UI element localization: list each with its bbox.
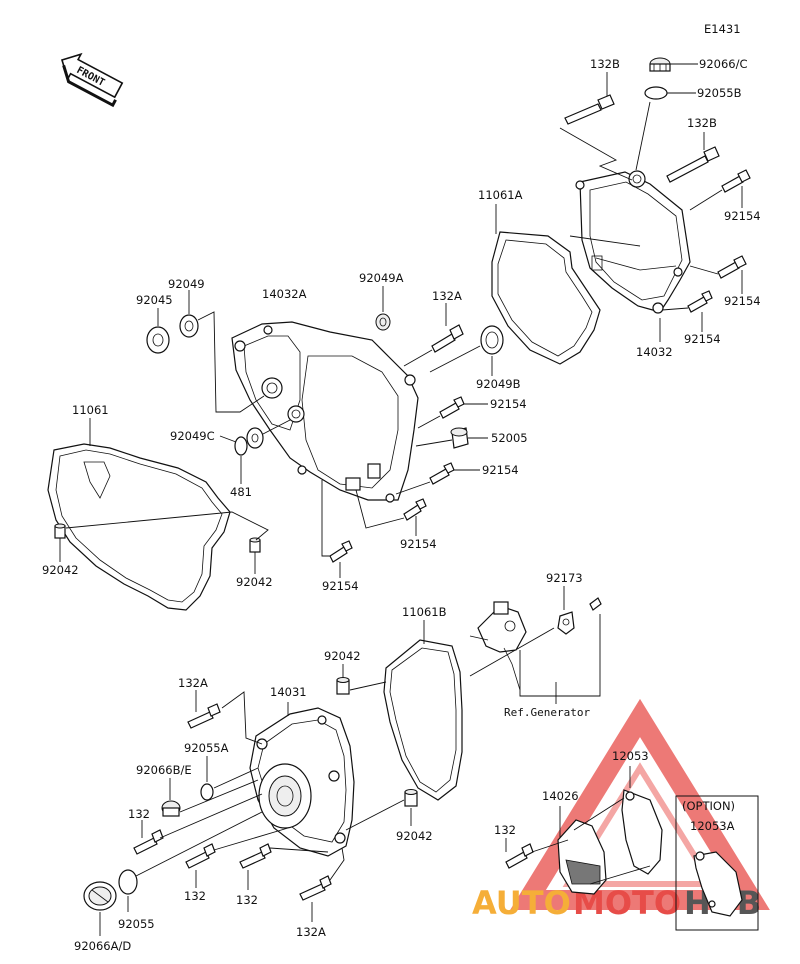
bolt-small-92173 (589, 597, 602, 611)
label-92154-m3: 92154 (400, 537, 437, 551)
label-11061a: 11061A (478, 188, 523, 202)
bolt-92154-m2 (429, 462, 455, 485)
label-92055b: 92055B (697, 86, 742, 100)
gasket-11061b (383, 639, 463, 801)
seal-92049a (375, 313, 391, 331)
label-92049b: 92049B (476, 377, 521, 391)
plug-92066ad (83, 881, 117, 911)
label-92154-m1: 92154 (490, 397, 527, 411)
label-92055: 92055 (118, 917, 155, 931)
bolt-92154-r1 (721, 169, 751, 193)
label-481: 481 (230, 485, 252, 499)
label-92154-r2: 92154 (724, 294, 761, 308)
circlip-481 (234, 436, 248, 456)
label-14026: 14026 (542, 789, 579, 803)
label-92154-m4: 92154 (322, 579, 359, 593)
generator-cover-14031 (249, 707, 355, 857)
label-14032a: 14032A (262, 287, 307, 301)
label-92154-r1: 92154 (724, 209, 761, 223)
bolt-132-b (185, 843, 216, 869)
dowel-92042-b (249, 537, 261, 553)
pickup-assembly (469, 601, 527, 691)
label-92066ad: 92066A/D (74, 939, 131, 953)
o-ring-92055b (644, 86, 668, 100)
label-92154-r3: 92154 (684, 332, 721, 346)
label-132-c: 132 (236, 893, 258, 907)
label-12053a: 12053A (690, 819, 735, 833)
bolt-92154-m3 (403, 498, 427, 521)
bolt-132b-mid (666, 146, 720, 183)
bolt-132-c (239, 843, 272, 869)
clamp-92173 (557, 611, 575, 635)
label-132a-low: 132A (178, 676, 208, 690)
label-11061: 11061 (72, 403, 109, 417)
bearing-92045 (146, 326, 170, 354)
option-label: (OPTION) (682, 799, 735, 813)
bolt-132a-bot (299, 875, 332, 901)
label-92049c: 92049C (170, 429, 215, 443)
dowel-92042-d (404, 789, 418, 807)
label-92055a: 92055A (184, 741, 229, 755)
label-92042-a: 92042 (42, 563, 79, 577)
seal-92049c (246, 427, 264, 449)
label-132-b: 132 (184, 889, 206, 903)
label-132-a: 132 (128, 807, 150, 821)
label-132-e: 132 (494, 823, 516, 837)
bolt-132-d (505, 843, 534, 869)
plug-92066be (161, 800, 181, 817)
label-14032: 14032 (636, 345, 673, 359)
label-92042-b: 92042 (236, 575, 273, 589)
seal-92049b (480, 325, 504, 355)
bolt-132a-low (187, 703, 221, 729)
label-12053: 12053 (612, 749, 649, 763)
plate-12053 (621, 789, 663, 875)
bolt-92154-m4 (329, 540, 353, 563)
dowel-92042-a (54, 523, 66, 539)
label-92049: 92049 (168, 277, 205, 291)
gasket-11061a (491, 231, 601, 365)
bolt-132-a (133, 829, 164, 855)
watermark-text-auto: AUTO (472, 884, 571, 922)
part-labels: 132B 92066/C 92055B 132B 11061A 92154 92… (42, 57, 761, 953)
ref-generator-label: Ref.Generator (504, 706, 590, 719)
label-52005: 52005 (491, 431, 528, 445)
guard-14026 (557, 819, 607, 895)
bolt-132a-mid (431, 324, 464, 353)
option-box: (OPTION) (675, 795, 759, 931)
label-92042-c: 92042 (324, 649, 361, 663)
label-132b-top: 132B (590, 57, 620, 71)
seal-92049 (179, 314, 199, 338)
bolt-92154-m1 (439, 396, 465, 419)
watermark-triangle (510, 698, 770, 910)
o-ring-92055 (118, 869, 138, 895)
diagram-code: E1431 (704, 22, 741, 36)
label-14031: 14031 (270, 685, 307, 699)
label-92066be: 92066B/E (136, 763, 192, 777)
label-132a-mid: 132A (432, 289, 462, 303)
label-92173: 92173 (546, 571, 583, 585)
label-92049a: 92049A (359, 271, 404, 285)
o-ring-92055a (200, 783, 214, 801)
label-132b-mid: 132B (687, 116, 717, 130)
label-132a-bot: 132A (296, 925, 326, 939)
label-92066c: 92066/C (699, 57, 748, 71)
dowel-92042-c (336, 677, 350, 695)
label-92154-m2: 92154 (482, 463, 519, 477)
bolt-92154-r3 (687, 290, 713, 313)
part-52005 (450, 427, 469, 449)
bolt-92154-r2 (717, 255, 747, 279)
label-92045: 92045 (136, 293, 173, 307)
inner-cover-14032a (231, 321, 419, 503)
bolt-132b-top (564, 94, 615, 125)
label-92042-d: 92042 (396, 829, 433, 843)
clutch-cover-outer-14032 (575, 170, 691, 314)
front-arrow-icon: FRONT (60, 52, 124, 108)
label-11061b: 11061B (402, 605, 447, 619)
gasket-11061 (47, 443, 231, 611)
plug-92066c (649, 57, 671, 72)
